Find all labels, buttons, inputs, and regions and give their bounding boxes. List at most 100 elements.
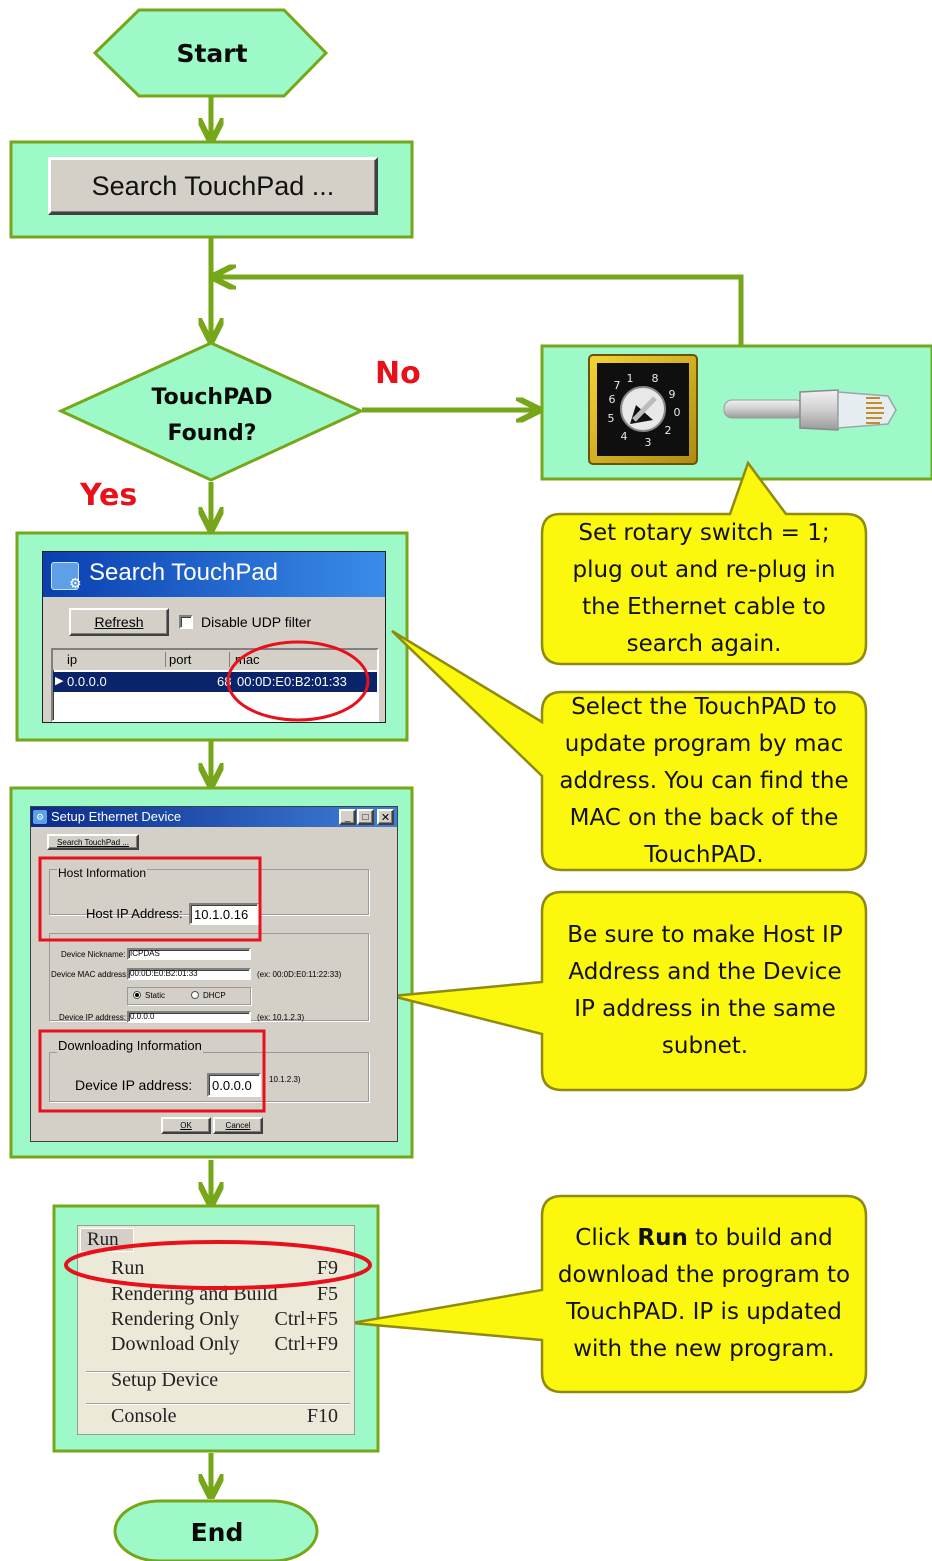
callout-rotary-text: Set rotary switch = 1; plug out and re-p… [572,520,836,657]
callout-rotary-shape [540,460,868,666]
mac-label: Device MAC address: [51,970,129,979]
decision-label-line1: TouchPAD [152,385,273,410]
ok-button[interactable]: OK [161,1117,211,1134]
host-information-label: Host Information [57,866,148,880]
rotary-digit: 4 [621,430,628,443]
nickname-input[interactable]: ICPDAS [127,948,251,960]
row-ip: 0.0.0.0 [67,674,107,689]
maximize-button[interactable]: □ [357,809,374,825]
device-ip-label-small: Device IP address: [59,1013,126,1022]
dhcp-radio[interactable] [191,991,199,999]
mac-hint: (ex: 00:0D:E0:11:22:33) [257,970,342,979]
row-port: 68 [217,674,232,689]
static-radio[interactable] [133,991,141,999]
rotary-digit: 2 [665,424,672,437]
host-ip-input[interactable]: 10.1.0.16 [189,903,259,925]
rotary-digit: 6 [609,393,616,406]
app-gear-icon: ⚙ [33,810,47,824]
touchpad-list-header: ip port mac [53,650,377,670]
column-header-port[interactable]: port [169,652,230,667]
start-node [92,8,329,98]
setup-ethernet-window: ⚙ Setup Ethernet Device _ □ ✕ Search Tou… [30,806,398,1142]
rotary-digit: 3 [645,436,652,449]
host-ip-label: Host IP Address: [86,906,183,921]
callout-run-bold: Run [637,1225,688,1251]
menu-key-download-only: Ctrl+F9 [274,1333,338,1355]
callout-mac-shape [391,629,868,872]
search-touchpad-button-label: Search TouchPad ... [91,170,335,201]
callout-mac-text: Select the TouchPAD to update program by… [559,693,849,868]
rotary-digit: 7 [614,379,621,392]
end-node [113,1499,319,1561]
ip-mode-group [127,987,251,1005]
menu-key-run: F9 [316,1257,338,1279]
callout-run-post: to build and download the program to Tou… [557,1225,851,1362]
column-header-ip[interactable]: ip [67,652,166,667]
branch-no-label: No [375,356,421,391]
row-pointer-icon: ▶ [55,675,64,687]
setup-window-title: Setup Ethernet Device [51,809,182,824]
menu-key-rendering-only: Ctrl+F5 [274,1308,338,1330]
start-label: Start [176,39,247,68]
menu-item-run[interactable]: Run [111,1257,145,1279]
callout-run-shape [351,1194,868,1394]
menu-item-rendering-only[interactable]: Rendering Only [111,1308,240,1330]
cancel-button-label: Cancel [225,1121,251,1130]
callout-run-paragraph: Click Run to build and download the prog… [556,1220,852,1368]
callout-run-text: Click Run to build and download the prog… [556,1198,852,1390]
dhcp-label: DHCP [203,991,226,1000]
host-ip-value: 10.1.0.16 [194,907,249,922]
rotary-digit: 8 [652,372,659,385]
disable-udp-label: Disable UDP filter [201,614,312,630]
refresh-button-label: Refresh [94,614,144,630]
ip-hint: (ex: 10.1.2.3) [257,1013,305,1022]
setup-window-titlebar: ⚙ Setup Ethernet Device _ □ ✕ [31,807,397,827]
close-button[interactable]: ✕ [377,809,394,825]
run-menu-title-label: Run [87,1229,119,1250]
rotary-digit: 0 [674,406,681,419]
minimize-button[interactable]: _ [339,809,356,825]
row-mac: 00:0D:E0:B2:01:33 [237,674,347,689]
end-label: End [191,1518,244,1547]
touchpad-row[interactable]: ▶ 0.0.0.0 68 00:0D:E0:B2:01:33 [53,672,377,692]
device-ip-input-small[interactable]: 0.0.0.0 [127,1011,251,1023]
refresh-button[interactable]: Refresh [69,608,169,636]
device-ip-value-small: 0.0.0.0 [130,1012,155,1021]
loop-back-line [216,277,744,345]
menu-separator [86,1403,350,1405]
menu-key-rendering-build: F5 [316,1283,338,1305]
rotary-digit: 9 [669,388,676,401]
static-label: Static [145,991,166,1000]
search-touchpad-button[interactable]: Search TouchPad ... [48,157,378,215]
search-touchpad-window: ⚙ Search TouchPad Refresh Disable UDP fi… [42,551,386,723]
ip-hint-2: 10.1.2.3) [269,1075,301,1084]
menu-item-download-only[interactable]: Download Only [111,1333,240,1355]
ok-button-label: OK [180,1121,192,1130]
static-radio-dot [135,993,139,997]
mac-value: 00:0D:E0:B2:01:33 [130,969,198,978]
search-window-title: Search TouchPad [89,559,279,586]
downloading-information-label: Downloading Information [57,1038,203,1053]
disable-udp-checkbox[interactable] [179,615,193,629]
menu-item-rendering-build[interactable]: Rendering and Build [111,1283,278,1305]
callout-run-pre: Click [575,1225,631,1251]
decision-label-line2: Found? [167,421,256,446]
ethernet-cable-icon [723,389,897,431]
mac-input[interactable]: 00:0D:E0:B2:01:33 [127,968,251,980]
menu-item-setup-device[interactable]: Setup Device [111,1369,219,1391]
menu-item-console[interactable]: Console [111,1405,177,1427]
nickname-value: ICPDAS [130,949,160,958]
column-header-mac[interactable]: mac [235,652,260,667]
callout-subnet-text: Be sure to make Host IP Address and the … [567,922,843,1059]
menu-key-console: F10 [306,1405,338,1427]
menu-separator [86,1371,350,1373]
callout-subnet-shape [391,890,868,1092]
rotary-digit: 1 [627,372,634,385]
device-ip-label: Device IP address: [75,1077,193,1093]
device-ip-input[interactable]: 0.0.0.0 [207,1073,261,1097]
setup-search-touchpad-button[interactable]: Search TouchPad ... [47,834,139,850]
touchpad-list: ip port mac ▶ 0.0.0.0 68 00:0D:E0:B2:01:… [51,648,379,722]
connectors [211,97,744,1494]
app-gear-icon [51,562,79,590]
cancel-button[interactable]: Cancel [213,1117,263,1134]
